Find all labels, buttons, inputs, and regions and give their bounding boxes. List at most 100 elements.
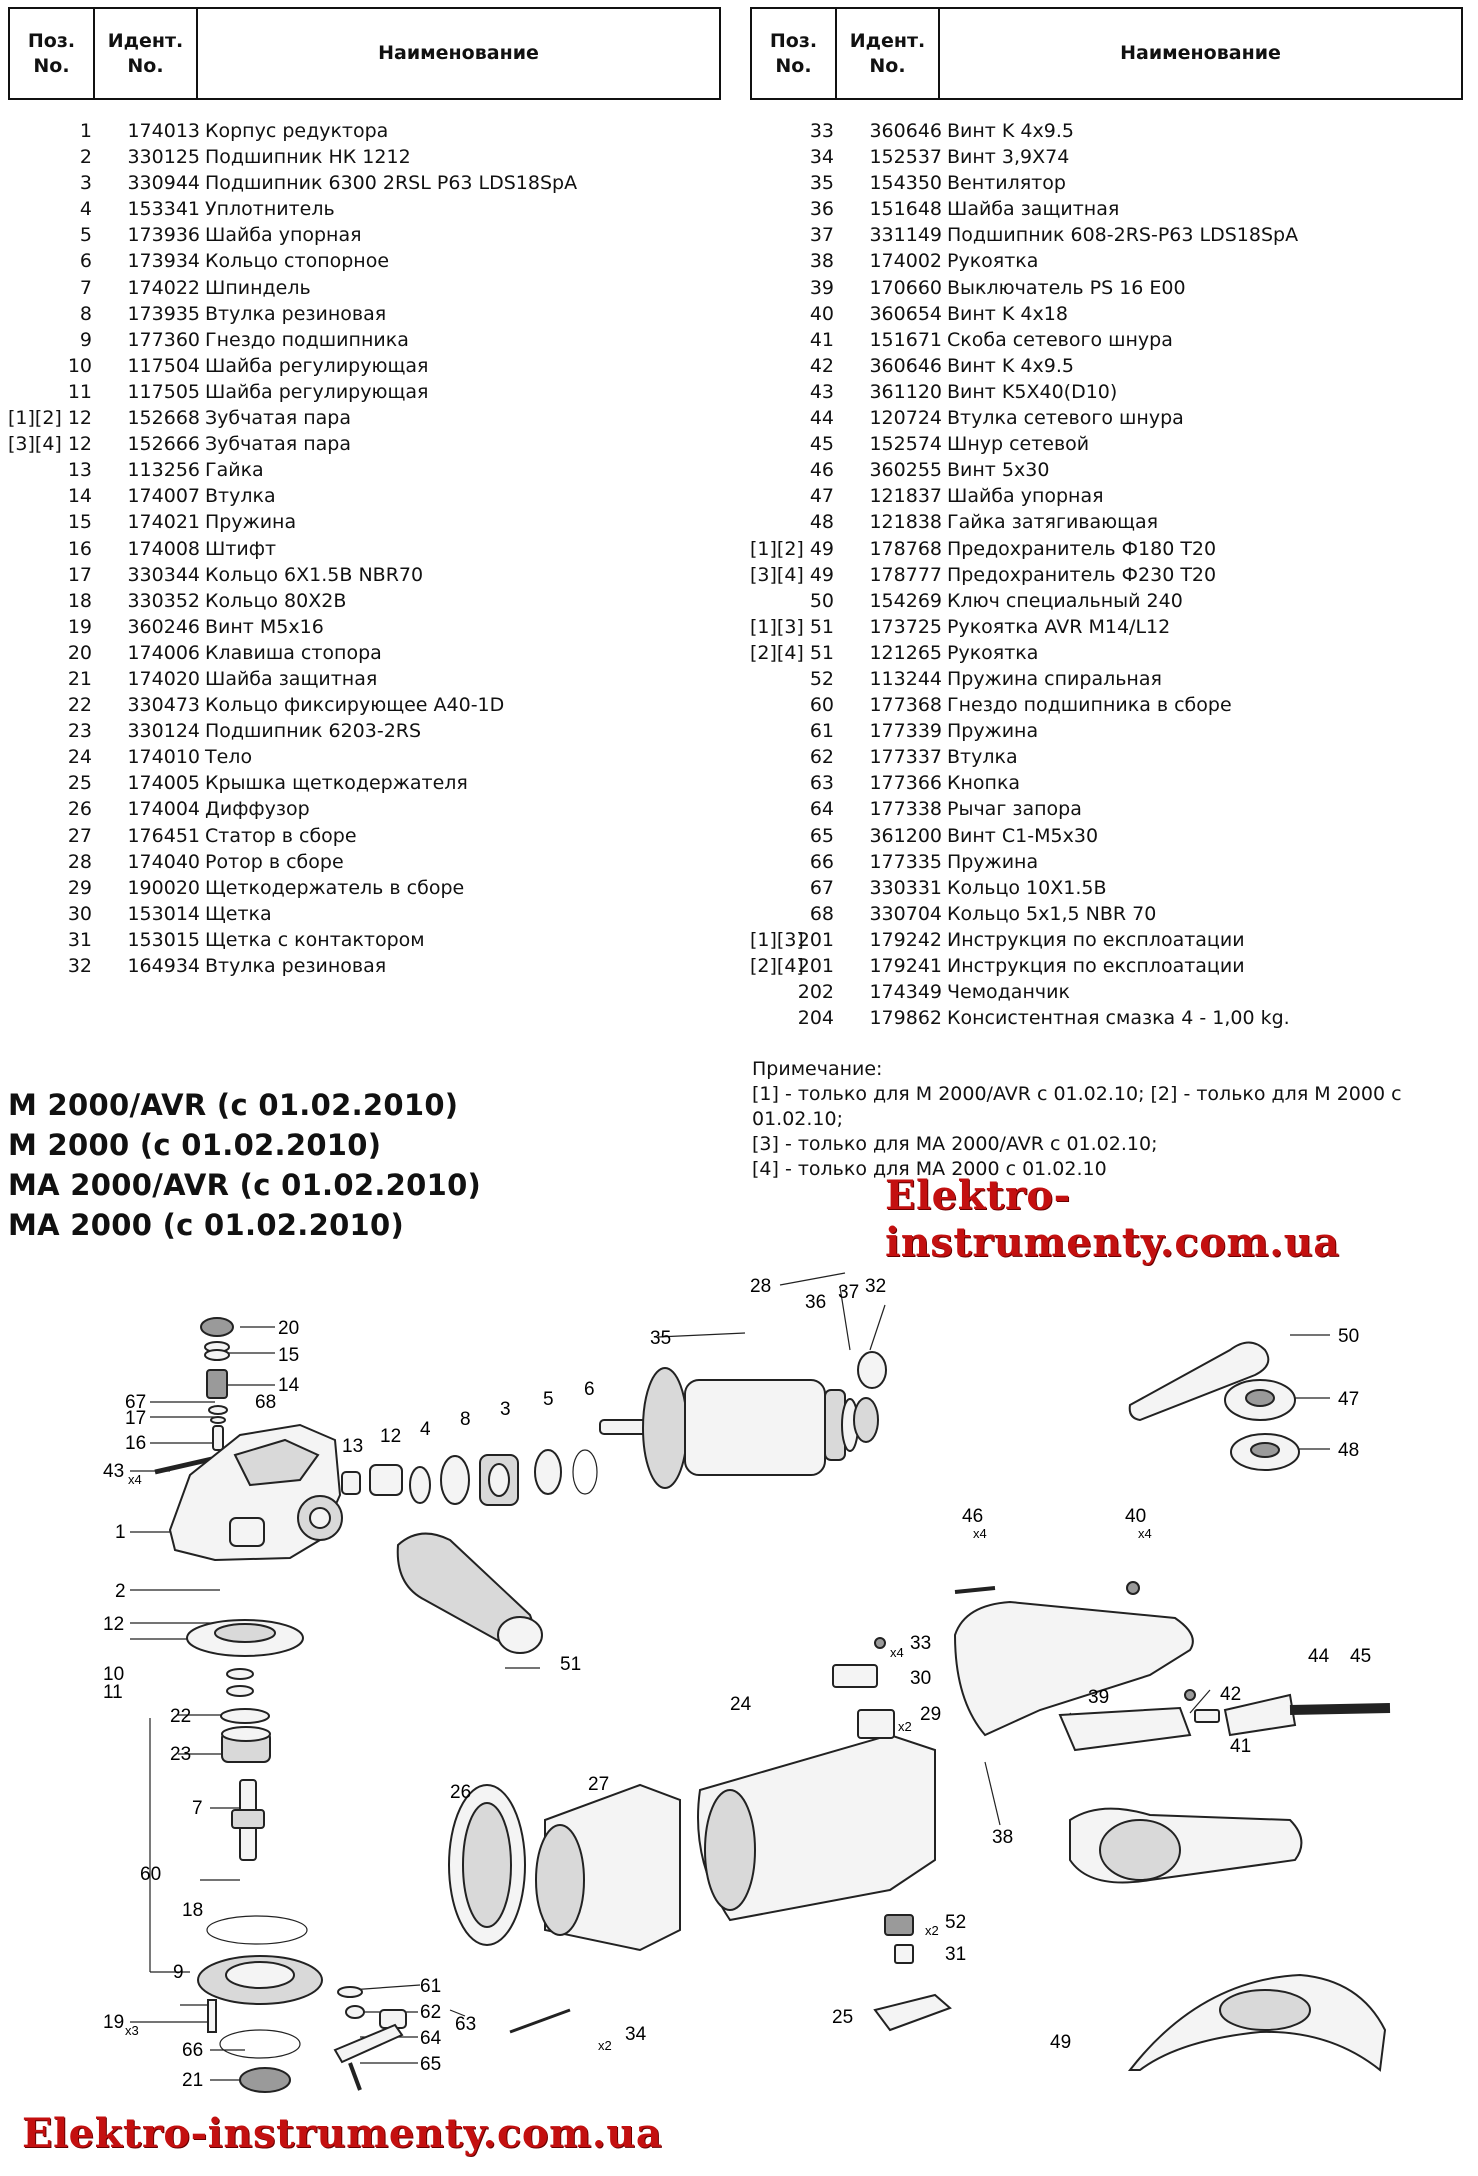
part-name: Корпус редуктора (205, 120, 389, 142)
part-name: Штифт (205, 537, 277, 560)
part-position: 12 (67, 407, 92, 430)
part-ident: 360646 (869, 354, 942, 377)
label-29: 29 (920, 1704, 941, 1725)
label-19: 19 (103, 2012, 124, 2033)
part-ident: 179242 (869, 928, 942, 951)
part-position: 45 (809, 433, 834, 456)
part-19-screw (207, 1999, 217, 2033)
label-40: 40 (1125, 1506, 1146, 1527)
part-ident: 178768 (869, 537, 942, 560)
label-66: 66 (182, 2040, 203, 2061)
part-position: 26 (67, 798, 92, 821)
part-ident: 120724 (869, 407, 942, 430)
part-ident: 330704 (869, 902, 942, 925)
part-position: 7 (79, 276, 92, 299)
part-10-shim (226, 1668, 254, 1680)
part-position: 44 (809, 407, 834, 430)
label-x4-46: x4 (973, 1526, 987, 1541)
label-46: 46 (962, 1506, 983, 1527)
part-name: Уплотнитель (205, 198, 335, 221)
part-ident: 174021 (127, 511, 200, 534)
part-name: Инструкция по експлоатации (947, 928, 1245, 951)
part-2-needle-bearing (229, 1517, 265, 1547)
part-name: Шайба упорная (947, 485, 1104, 508)
part-41-cord-clamp (1194, 1709, 1220, 1723)
part-ident: 174008 (127, 537, 200, 560)
part-position: 6 (79, 250, 92, 273)
header-ident-text: Идент. No. (107, 29, 184, 77)
part-position: 5 (79, 224, 92, 247)
part-ident: 121838 (869, 511, 942, 534)
part-ident: 173936 (127, 224, 200, 247)
part-ident: 179862 (869, 1007, 942, 1030)
part-ident: 179241 (869, 955, 942, 977)
part-position: 51 (809, 641, 834, 664)
part-ident: 174006 (127, 641, 200, 664)
label-3: 3 (500, 1399, 511, 1420)
part-62-bushing (345, 2005, 365, 2019)
part-position: 48 (809, 511, 834, 534)
label-47: 47 (1338, 1389, 1359, 1410)
label-32: 32 (865, 1276, 886, 1297)
label-15: 15 (278, 1345, 299, 1366)
part-ident: 170660 (869, 276, 942, 299)
part-position: 65 (809, 824, 834, 847)
part-name: Предохранитель Ф230 T20 (947, 563, 1217, 586)
label-36: 36 (805, 1292, 826, 1313)
part-position: 21 (67, 667, 92, 690)
part-33-screw (874, 1637, 886, 1649)
part-position: 38 (809, 250, 834, 273)
part-ident: 174010 (127, 746, 200, 769)
part-name: Инструкция по експлоатации (947, 955, 1245, 977)
part-position: 30 (67, 902, 92, 925)
part-34-screw (509, 2008, 571, 2034)
part-name: Шнур сетевой (947, 433, 1090, 456)
part-ident: 177337 (869, 746, 942, 769)
part-position: 9 (79, 328, 92, 351)
part-position: 14 (67, 485, 92, 508)
part-13-nut (341, 1471, 361, 1495)
part-ident: 361200 (869, 824, 942, 847)
part-name: Втулка резиновая (205, 955, 387, 977)
part-51-side-handle (396, 1532, 543, 1654)
part-position: 16 (67, 537, 92, 560)
part-44-cord-sleeve (1223, 1693, 1297, 1737)
part-37-bearing (853, 1397, 879, 1443)
label-x2-52: x2 (925, 1923, 939, 1938)
part-name: Рукоятка (947, 641, 1039, 664)
note-title: Примечание: (752, 1058, 883, 1080)
part-name: Винт K 4x18 (947, 302, 1068, 325)
part-31-brush-contact (894, 1944, 914, 1964)
note-line: [3] - только для MA 2000/AVR с 01.02.10; (752, 1133, 1158, 1155)
label-61: 61 (420, 1976, 441, 1997)
part-49-guard (1127, 1973, 1387, 2072)
part-variant-tag: [1][2] (750, 537, 804, 560)
label-7: 7 (192, 1798, 203, 1819)
part-ident: 117505 (127, 380, 200, 403)
part-name: Винт M5x16 (205, 615, 324, 638)
exploded-diagram: 20 15 14 67 68 17 16 43 x4 1 2 12 10 11 … (103, 1272, 1391, 2093)
part-variant-tag: [3][4] (750, 563, 804, 586)
label-41: 41 (1230, 1736, 1251, 1757)
part-name: Крышка щеткодержателя (205, 772, 468, 795)
part-16-pin (212, 1425, 224, 1451)
part-position: 68 (809, 902, 834, 925)
header-ident: Идент. No. (95, 9, 198, 98)
part-name: Втулка резиновая (205, 302, 387, 325)
part-ident: 113244 (869, 667, 942, 690)
